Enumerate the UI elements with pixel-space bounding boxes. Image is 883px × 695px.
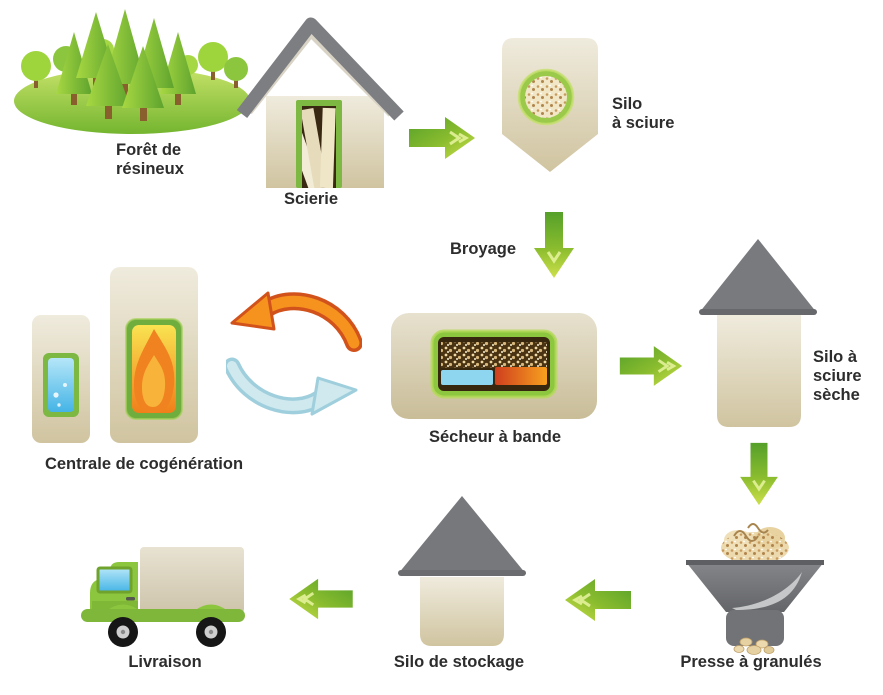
delivery-truck-icon [81,547,245,647]
sawdust-silo-label: Silo à sciure [612,95,712,133]
sawmill-door [296,100,342,188]
wood-planks [302,107,336,188]
arrow-down-dry-silo-to-press-icon [740,442,778,506]
fire-window [125,318,183,420]
sawmill-roof [236,17,404,121]
truck-cab [90,562,138,613]
delivery-label: Livraison [96,653,234,672]
forest-label-line1: Forêt de [116,141,182,159]
water-window [43,353,79,417]
sawmill-label: Scierie [248,190,374,209]
dry-silo-label: Silo à sciure sèche [813,348,881,405]
cold-air-section [441,370,493,385]
pellet-press-label-line1: Presse à granulés [680,653,822,671]
forest-icon [14,9,250,134]
storage-silo-body [420,577,504,646]
dry-silo-label-line2: sciure [813,367,862,385]
heat-arrow-left-icon [230,291,362,352]
truck-cargo-box [140,547,244,613]
dry-silo-label-line1: Silo à [813,348,858,366]
press-hopper [686,562,824,612]
steam-arrow-right-icon [226,357,358,416]
truck-window [96,566,133,594]
arrow-left-press-to-storage-icon [565,579,631,621]
pellet-press-label: Presse à granulés [656,653,846,672]
forest-label: Forêt de résineux [116,141,236,179]
dry-sawdust-silo-icon [699,239,817,427]
dry-silo-roof [699,239,817,313]
dryer-belt-window [430,329,558,399]
sawmill-icon [236,17,404,188]
hot-air-section [495,367,547,385]
forest-label-line2: résineux [116,160,184,178]
storage-silo-label-line1: Silo de stockage [393,653,525,671]
sawdust-silo-label-line1: Silo [612,95,643,113]
grinding-label-line1: Broyage [449,240,517,258]
conifer-trees [56,9,196,121]
storage-silo-icon [398,496,526,646]
arrow-right-dryer-to-dry-silo-icon [619,346,683,386]
pellets [733,637,775,655]
sawdust-silo-label-line2: à sciure [612,114,675,132]
delivery-label-line1: Livraison [128,653,202,671]
press-outlet [726,610,784,646]
arrow-down-grinding-icon [534,212,574,278]
truck-wheels [108,617,226,647]
arrow-right-sawmill-to-silo-icon [409,117,475,159]
grinding-label: Broyage [437,240,529,259]
pellet-press-icon [686,523,824,655]
cogeneration-plant-icon [32,267,198,443]
dryer-label-line1: Sécheur à bande [428,428,562,446]
dry-silo-body [717,315,801,427]
sawmill-label-line1: Scierie [283,190,339,208]
storage-silo-roof [398,496,526,574]
arrow-left-storage-to-delivery-icon [289,578,353,620]
belt-dryer-icon [391,313,597,419]
cogeneration-label-line1: Centrale de cogénération [44,455,244,473]
sawdust-window [517,68,575,126]
cogeneration-label: Centrale de cogénération [20,455,268,474]
sawdust-belt [441,342,547,368]
sawdust-mound [721,523,789,564]
dryer-label: Sécheur à bande [396,428,594,447]
storage-silo-label: Silo de stockage [370,653,548,672]
dry-silo-label-line3: sèche [813,386,860,404]
sawdust-silo-icon [502,38,598,172]
truck-chassis [81,609,245,622]
